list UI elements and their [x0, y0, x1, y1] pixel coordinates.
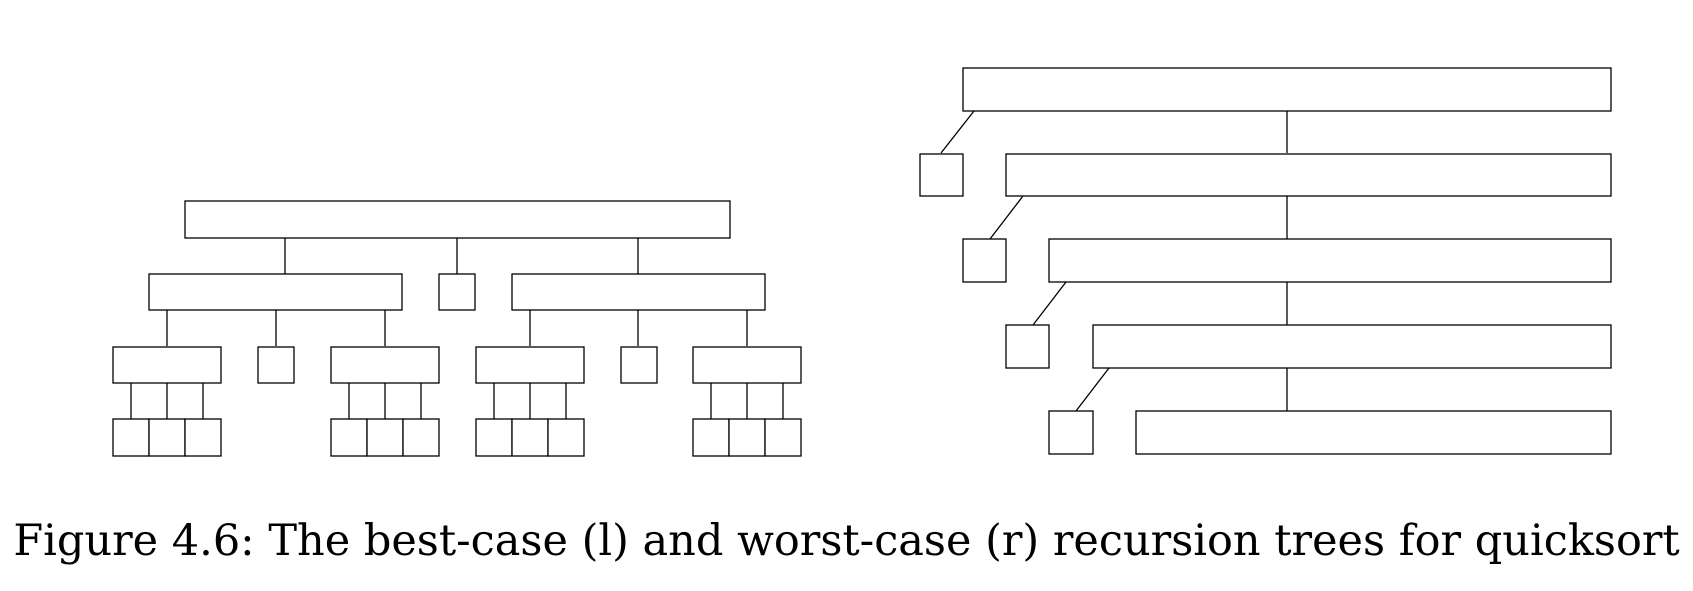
root-node — [184, 200, 731, 239]
leaf-node — [148, 418, 186, 457]
leaf-node — [330, 418, 368, 457]
root-node — [962, 67, 1612, 112]
pivot-node — [1048, 410, 1094, 455]
pivot-node — [438, 273, 476, 311]
tree-edge — [1032, 281, 1067, 326]
leaf-node — [112, 418, 150, 457]
subproblem-node — [692, 346, 802, 384]
leaf-node — [402, 418, 440, 457]
subproblem-node — [475, 346, 585, 384]
subproblem-node — [1048, 238, 1612, 283]
tree-edge — [989, 195, 1024, 240]
pivot-node — [257, 346, 295, 384]
tree-edge — [1075, 367, 1110, 412]
subproblem-node — [1005, 153, 1612, 197]
pivot-node — [1005, 324, 1050, 369]
subproblem-node — [330, 346, 440, 384]
subproblem-node — [1135, 410, 1612, 455]
subproblem-node — [1092, 324, 1612, 369]
pivot-node — [919, 153, 964, 197]
worst-case-tree — [919, 67, 1612, 455]
tree-edge — [940, 110, 975, 154]
figure-caption: Figure 4.6: The best-case (l) and worst-… — [13, 516, 1680, 566]
leaf-node — [692, 418, 730, 457]
pivot-node — [620, 346, 658, 384]
leaf-node — [764, 418, 802, 457]
subproblem-node — [148, 273, 403, 311]
leaf-node — [511, 418, 549, 457]
best-case-tree — [112, 200, 802, 457]
subproblem-node — [112, 346, 222, 384]
leaf-node — [475, 418, 513, 457]
leaf-node — [184, 418, 222, 457]
subproblem-node — [511, 273, 766, 311]
pivot-node — [962, 238, 1007, 283]
leaf-node — [728, 418, 766, 457]
leaf-node — [547, 418, 585, 457]
leaf-node — [366, 418, 404, 457]
